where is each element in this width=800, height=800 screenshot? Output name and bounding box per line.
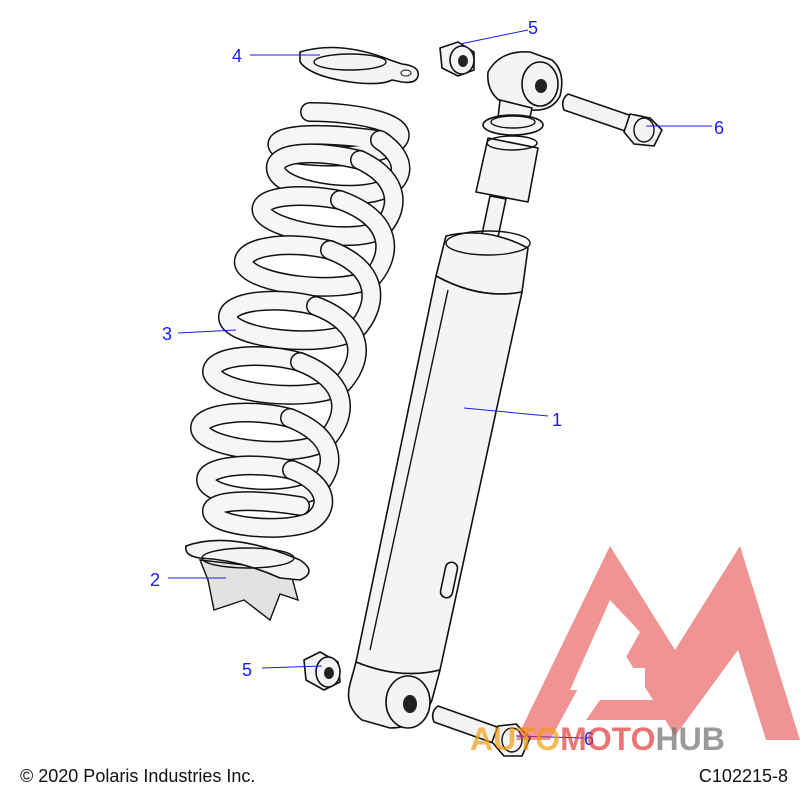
figure-code: C102215-8 (698, 766, 788, 786)
automotohub-watermark: AUTOMOTOHUB (470, 546, 800, 757)
shock-absorber (347, 51, 563, 729)
callout-5-bottom: 5 (242, 660, 252, 680)
callout-3: 3 (162, 324, 172, 344)
callout-6-bottom: 6 (584, 729, 594, 749)
watermark-logo-icon (516, 546, 800, 740)
callout-4: 4 (232, 46, 242, 66)
callout-2: 2 (150, 570, 160, 590)
watermark-word-moto: MOTO (560, 721, 655, 757)
bushing-top (439, 41, 475, 77)
watermark-word-hub: HUB (655, 721, 724, 757)
coil-spring (190, 102, 411, 538)
callout-1: 1 (552, 410, 562, 430)
callout-5-top: 5 (528, 18, 538, 38)
watermark-word-auto: AUTO (470, 721, 560, 757)
lower-spring-retainer (184, 539, 310, 622)
svg-text:AUTOMOTOHUB: AUTOMOTOHUB (470, 721, 725, 757)
upper-spring-retainer (299, 46, 419, 85)
bushing-bottom (303, 651, 341, 691)
bolt-top (561, 93, 663, 147)
callout-6-top: 6 (714, 118, 724, 138)
copyright-text: © 2020 Polaris Industries Inc. (20, 766, 256, 786)
